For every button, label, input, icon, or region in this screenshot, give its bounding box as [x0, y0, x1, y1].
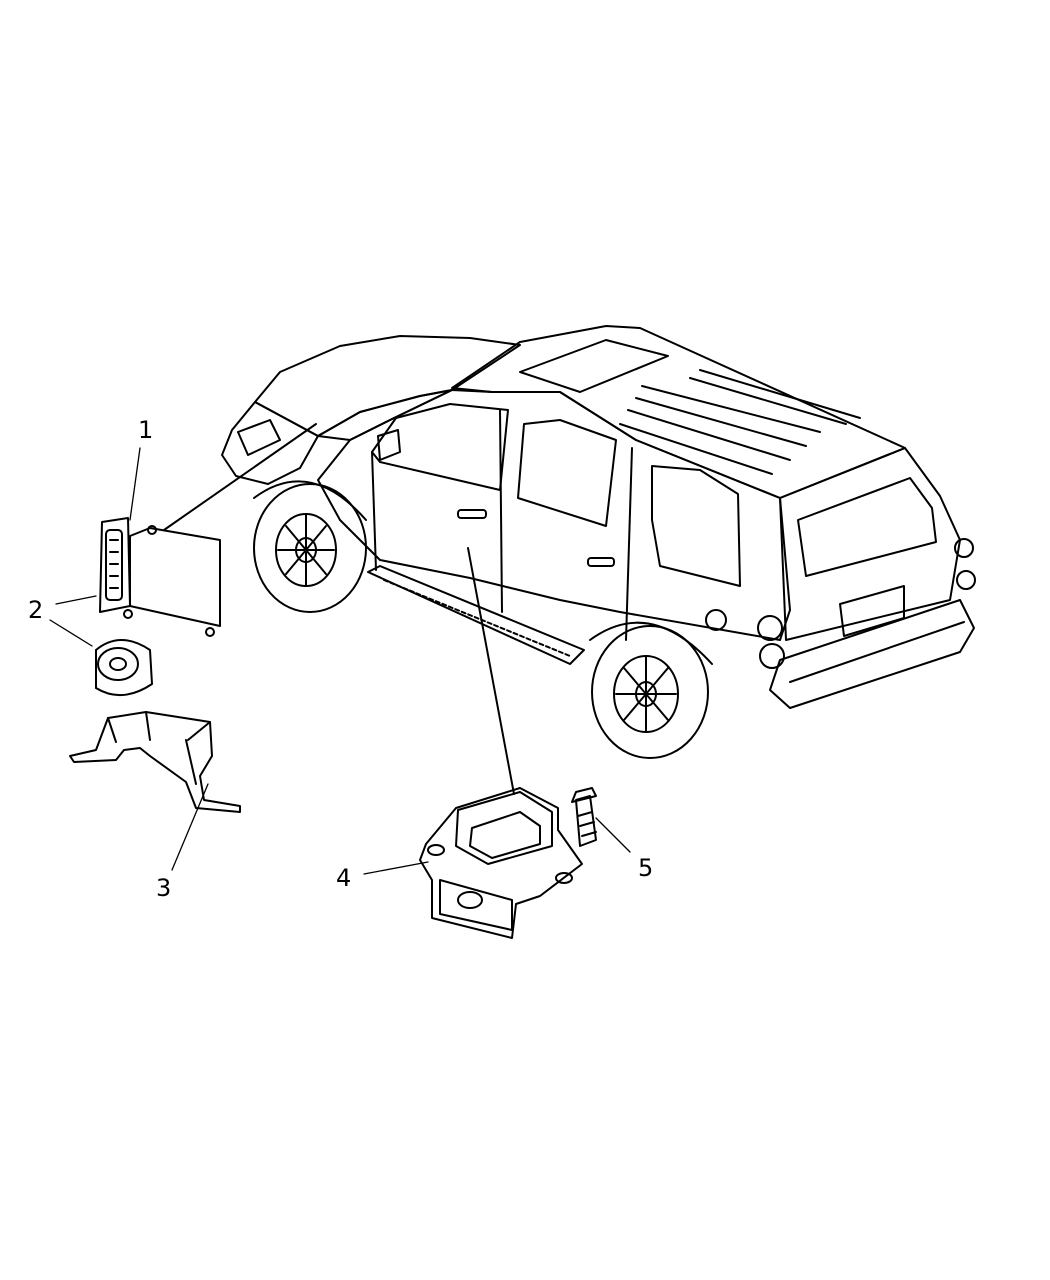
part-2-connector	[96, 640, 152, 695]
suv-front-wheel	[254, 481, 366, 612]
part-5-bolt	[572, 788, 596, 846]
suv-headlight	[238, 420, 280, 455]
suv-sunroof	[520, 340, 668, 392]
suv-running-board	[368, 566, 584, 664]
suv-rear-window	[798, 478, 936, 576]
callout-3: 3	[156, 874, 172, 902]
suv-rear-door-handle	[588, 558, 614, 566]
suv-taillight-upper	[758, 616, 782, 640]
suv-taillight-right-lower	[957, 571, 975, 589]
leader-line-sensor-to-vehicle	[468, 548, 514, 794]
suv-rear-wheel	[590, 623, 712, 758]
callout-1: 1	[138, 416, 154, 444]
callout-2: 2	[28, 596, 44, 624]
suv-quarter-window	[652, 466, 740, 586]
part-4-sensor	[420, 788, 582, 938]
suv-front-fascia	[222, 402, 318, 484]
suv-rear-hatch	[780, 448, 960, 640]
suv-front-door-window	[372, 404, 508, 490]
callout-4: 4	[336, 864, 352, 892]
suv-side-mirror	[378, 430, 400, 460]
suv-taillight-lower	[760, 644, 784, 668]
suv-rear-bumper	[770, 600, 974, 708]
suv-fuel-door	[706, 610, 726, 630]
callout-5: 5	[638, 854, 654, 882]
suv-taillight-right-upper	[955, 539, 973, 557]
suv-rear-door-window	[518, 420, 616, 526]
suv-front-door-handle	[458, 510, 486, 518]
suv-roof-ribs	[620, 370, 860, 474]
suv-vehicle	[222, 326, 975, 758]
part-1-control-module	[100, 518, 220, 636]
leader-line-module-to-vehicle	[164, 424, 316, 530]
part-3-bracket	[70, 712, 240, 812]
callout-leaders	[50, 448, 630, 874]
